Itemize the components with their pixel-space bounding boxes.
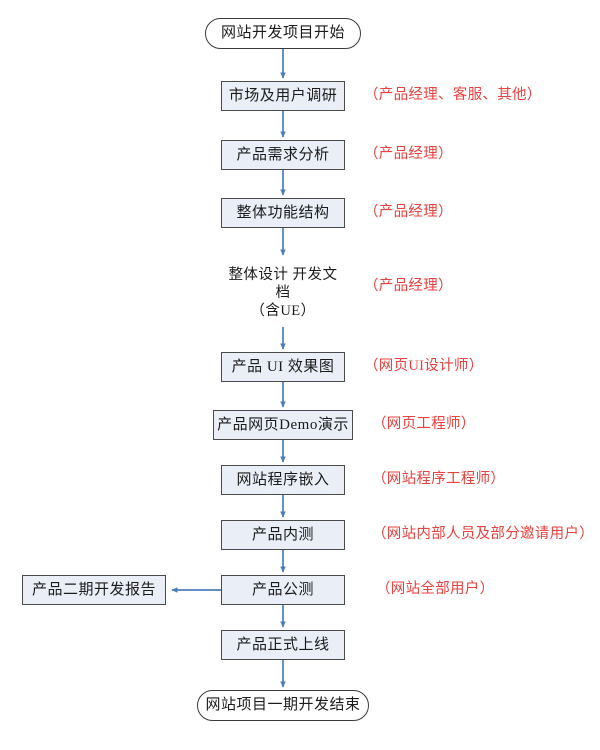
node-beta[interactable]: 产品公测	[221, 575, 345, 605]
node-beta-label: 产品公测	[251, 581, 314, 598]
node-demo[interactable]: 产品网页Demo演示	[213, 410, 353, 440]
node-phase2-label: 产品二期开发报告	[31, 581, 156, 598]
annotation-beta: （网站全部用户）	[376, 581, 495, 597]
node-alpha-label: 产品内测	[251, 526, 314, 543]
node-ui[interactable]: 产品 UI 效果图	[221, 352, 345, 382]
node-start-label: 网站开发项目开始	[220, 25, 345, 42]
annotation-structure: （产品经理）	[364, 204, 453, 220]
node-structure[interactable]: 整体功能结构	[221, 198, 345, 228]
node-end[interactable]: 网站项目一期开发结束	[197, 690, 369, 721]
annotation-demand: （产品经理）	[364, 146, 453, 162]
node-demo-label: 产品网页Demo演示	[217, 416, 349, 433]
node-research[interactable]: 市场及用户调研	[221, 81, 345, 111]
node-embed[interactable]: 网站程序嵌入	[221, 465, 345, 495]
annotation-research: （产品经理、客服、其他）	[364, 87, 542, 103]
node-launch[interactable]: 产品正式上线	[221, 630, 345, 660]
node-end-label: 网站项目一期开发结束	[205, 697, 361, 714]
annotation-ui: （网页UI设计师）	[364, 358, 484, 374]
node-demand-label: 产品需求分析	[236, 146, 330, 163]
node-ui-label: 产品 UI 效果图	[231, 358, 335, 375]
node-phase2[interactable]: 产品二期开发报告	[22, 575, 166, 605]
node-research-label: 市场及用户调研	[228, 87, 338, 104]
annotation-designdoc: （产品经理）	[364, 278, 453, 294]
node-designdoc-label: 整体设计 开发文档 （含UE）	[228, 267, 338, 320]
node-structure-label: 整体功能结构	[236, 204, 330, 221]
annotation-embed: （网站程序工程师）	[372, 471, 506, 487]
annotation-alpha: （网站内部人员及部分邀请用户）	[372, 526, 594, 542]
node-start[interactable]: 网站开发项目开始	[205, 18, 361, 49]
annotation-demo: （网页工程师）	[372, 416, 476, 432]
node-designdoc[interactable]: 整体设计 开发文档 （含UE）	[221, 257, 345, 329]
node-alpha[interactable]: 产品内测	[221, 520, 345, 550]
node-demand[interactable]: 产品需求分析	[221, 140, 345, 170]
node-launch-label: 产品正式上线	[236, 636, 330, 653]
node-embed-label: 网站程序嵌入	[236, 471, 330, 488]
